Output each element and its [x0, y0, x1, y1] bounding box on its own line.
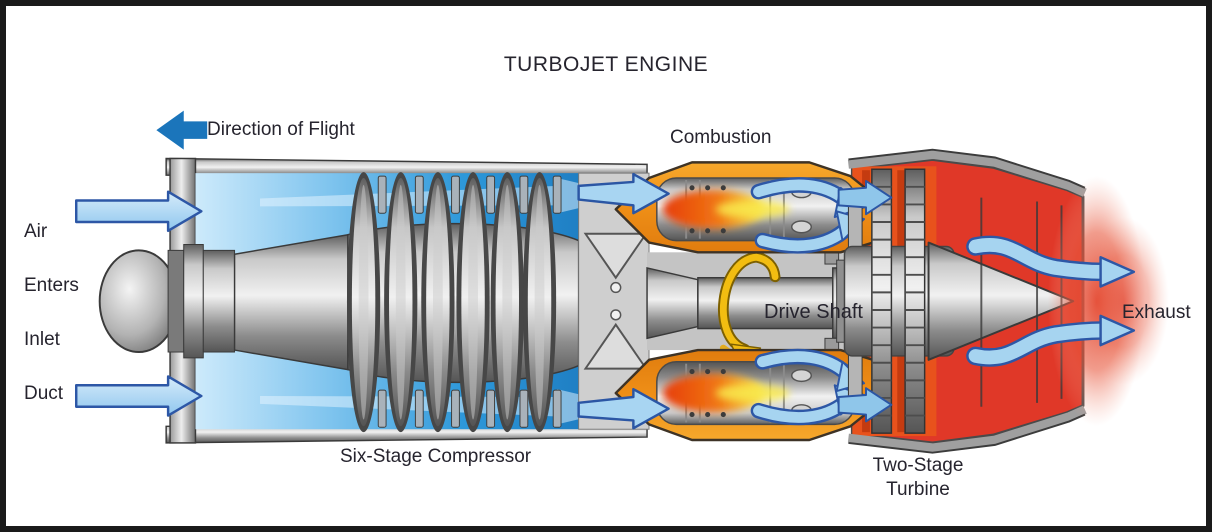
air-line-3: Inlet — [24, 329, 60, 350]
diagram-title: TURBOJET ENGINE — [503, 53, 709, 76]
two-stage-turbine-label: Two-Stage Turbine — [854, 454, 982, 502]
combustion-label: Combustion — [670, 127, 772, 148]
compressor-stator-vanes — [377, 175, 562, 428]
turbine-line-1: Two-Stage — [872, 455, 964, 476]
air-enters-inlet-duct-label: Air Enters Inlet Duct — [24, 218, 79, 407]
air-line-4: Duct — [24, 383, 64, 404]
turbine-line-2: Turbine — [886, 479, 950, 500]
drive-shaft-label: Drive Shaft — [764, 301, 863, 323]
combustion-chamber-top — [616, 162, 880, 252]
air-line-1: Air — [24, 221, 48, 242]
turbojet-engine-diagram — [75, 110, 1170, 526]
direction-of-flight-label: Direction of Flight — [207, 119, 355, 140]
direction-of-flight-arrow-icon — [156, 110, 208, 150]
two-stage-turbine — [836, 168, 955, 435]
six-stage-compressor-label: Six-Stage Compressor — [340, 446, 532, 467]
inlet-nose-cone — [98, 233, 349, 371]
exhaust-label: Exhaust — [1122, 302, 1191, 323]
combustion-chamber-bottom — [616, 350, 880, 440]
air-line-2: Enters — [24, 275, 79, 296]
exhaust-exit-arrows — [966, 235, 1136, 367]
